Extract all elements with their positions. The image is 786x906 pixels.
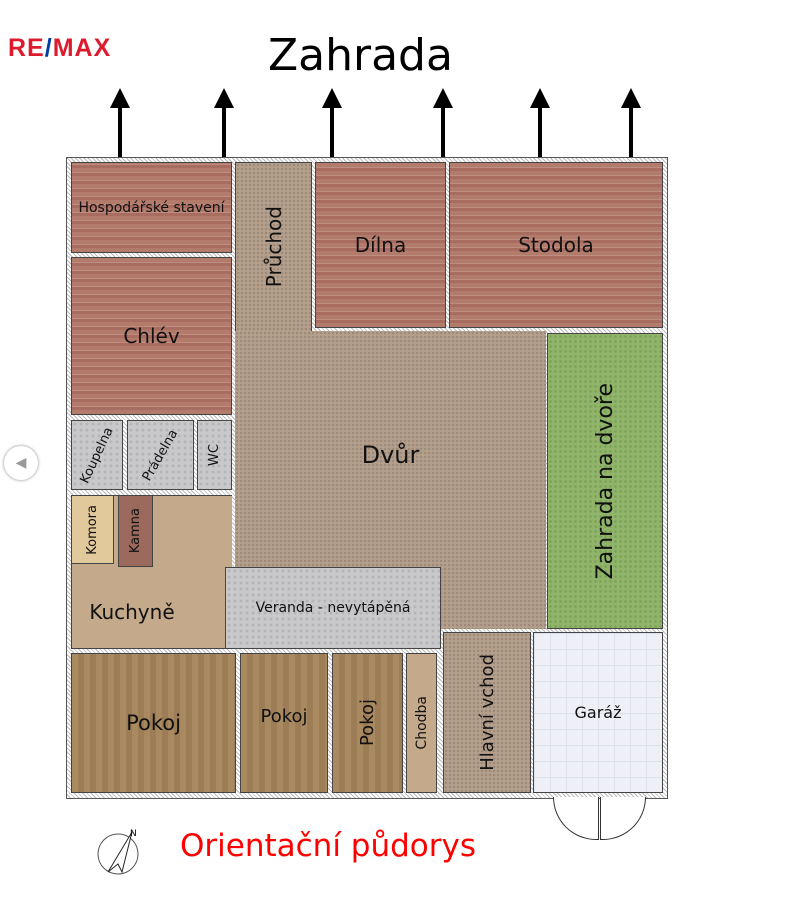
room-label: Komora [85,504,100,555]
room-label: Hlavní vchod [476,654,498,771]
room-hlavni-vchod: Hlavní vchod [443,632,531,793]
room-label: Zahrada na dvoře [592,382,618,580]
room-veranda: Veranda - nevytápěná [225,567,441,649]
room-komora: Komora [71,495,114,564]
room-pokoj-1: Pokoj [71,653,236,793]
arrow-up-icon [530,88,550,158]
room-label: Koupelna [77,424,117,486]
room-chlev: Chlév [71,257,232,415]
room-pokoj-2: Pokoj [240,653,328,793]
room-dilna: Dílna [315,162,446,328]
room-stodola: Stodola [449,162,663,328]
room-label: Prádelna [139,426,182,484]
room-label: Kamna [128,508,143,554]
room-label: Dvůr [361,441,420,469]
garden-direction-label: Zahrada [268,30,453,81]
room-wc: WC [197,420,232,490]
room-garaz: Garáž [533,632,663,793]
garage-door-left [553,797,599,840]
room-label: Kuchyně [89,600,175,624]
room-pruchod: Průchod [235,162,312,332]
arrow-up-icon [110,88,130,158]
garage-door-right [600,797,646,840]
room-hospodarske-staveni: Hospodářské stavení [71,162,232,253]
room-koupelna: Koupelna [71,420,123,490]
previous-image-button[interactable]: ◀ [4,446,38,480]
compass-north-label: N [130,829,137,839]
room-zahrada-na-dvore: Zahrada na dvoře [547,333,663,629]
room-label: Chodba [413,696,430,750]
arrow-up-icon [214,88,234,158]
room-chodba: Chodba [406,653,437,793]
room-label: Pokoj [357,699,378,747]
arrow-up-icon [621,88,641,158]
compass-icon: N [94,826,146,878]
chevron-left-icon: ◀ [15,455,27,471]
room-kamna: Kamna [118,495,153,567]
remax-logo: RE/MAX [8,34,112,62]
room-pokoj-3: Pokoj [332,653,403,793]
room-pradelna: Prádelna [127,420,194,490]
arrow-up-icon [433,88,453,158]
arrow-up-icon [322,88,342,158]
room-label: WC [207,444,222,466]
plan-caption: Orientační půdorys [180,828,476,864]
room-label: Průchod [261,206,286,288]
